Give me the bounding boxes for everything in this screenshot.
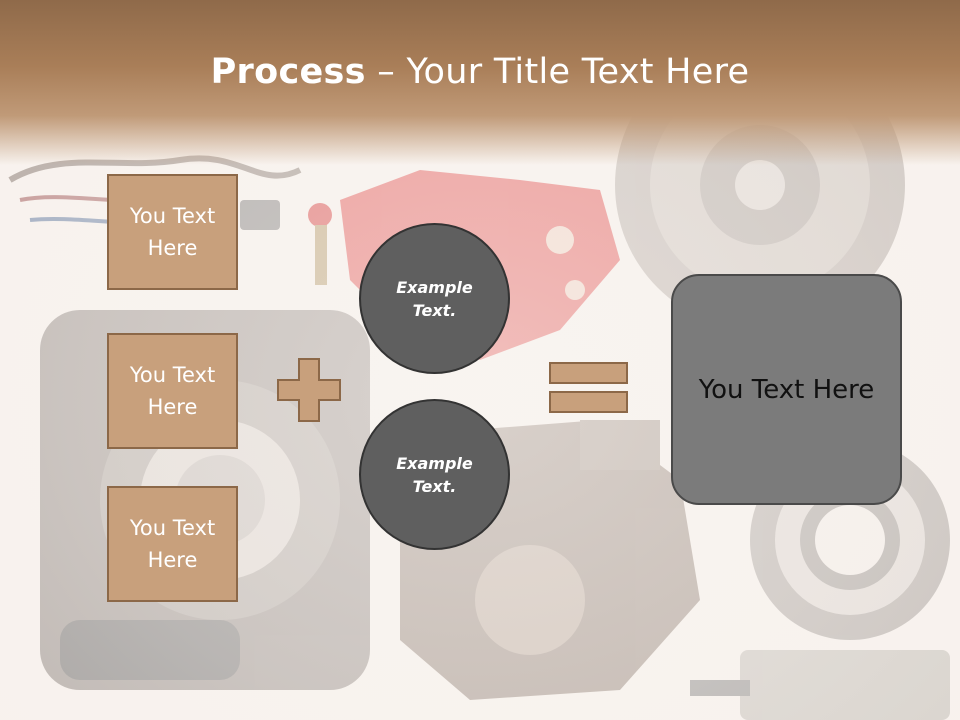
left-text-box-3-label: You Text Here — [129, 516, 216, 572]
example-circle-2[interactable]: Example Text. — [359, 399, 510, 550]
slide-title[interactable]: Process – Your Title Text Here — [0, 52, 960, 92]
title-rest: – Your Title Text Here — [365, 52, 750, 92]
left-text-box-1-label: You Text Here — [129, 204, 216, 260]
example-circle-2-label: Example Text. — [396, 453, 473, 496]
left-text-box-2-label: You Text Here — [129, 363, 216, 419]
title-bold: Process — [210, 52, 366, 92]
result-text-box[interactable]: You Text Here — [671, 274, 902, 505]
example-circle-1[interactable]: Example Text. — [359, 223, 510, 374]
equals-icon-bottom-bar — [549, 391, 628, 413]
plus-icon — [277, 358, 341, 422]
title-band — [0, 0, 960, 165]
example-circle-1-label: Example Text. — [396, 277, 473, 320]
left-text-box-3[interactable]: You Text Here — [107, 486, 238, 602]
result-text-box-label: You Text Here — [698, 374, 875, 405]
left-text-box-1[interactable]: You Text Here — [107, 174, 238, 290]
equals-icon-top-bar — [549, 362, 628, 384]
left-text-box-2[interactable]: You Text Here — [107, 333, 238, 449]
